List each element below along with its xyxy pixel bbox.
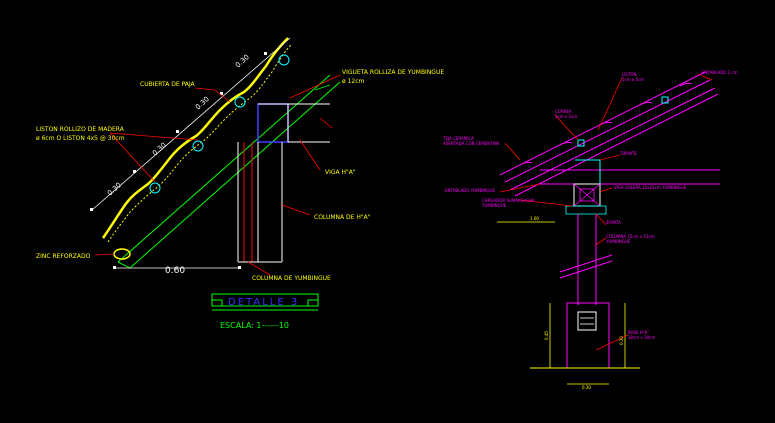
dim-bottom: 0.30: [582, 385, 591, 390]
dim-side-b: 0.30: [619, 336, 624, 345]
dim-030-d: 0.30: [234, 53, 251, 69]
label-entablado: ENTABLADO 2 cm: [702, 70, 738, 75]
dim-060: 0.60: [165, 266, 185, 276]
dim-030-a: 0.30: [106, 181, 123, 197]
label-base-1: BASE H"A": [628, 330, 649, 335]
label-cargador-1: CARGADOR SUMAKSACHA: [482, 198, 535, 203]
label-vigueta-2: ø 12cm: [342, 78, 365, 85]
thatch-roof-under: [107, 43, 293, 243]
dim-030-b: 0.30: [151, 141, 168, 157]
base-footing: [566, 302, 610, 369]
liston-circle: [234, 96, 246, 108]
label-liston: LISTON: [622, 72, 637, 77]
thatch-roof: [101, 37, 289, 239]
label-columna-2: YUMBINGUE: [605, 239, 631, 244]
label-correa: CORREA: [555, 109, 572, 114]
label-viga-solera: VIGA SOLERA 15x15cm YUMBINGUE: [614, 185, 687, 190]
label-zapata: ZAPATA: [606, 220, 621, 225]
label-columna-hw: COLUMNA DE H"A": [314, 214, 371, 221]
label-entablado-yumbingue: ENTABLADO YUMBINGUE: [445, 188, 495, 193]
label-base-2: 30cm x 30cm: [628, 335, 655, 340]
label-vigueta-1: VIGUETA ROLLIZA DE YUMBINGUE: [342, 69, 444, 76]
label-zinc: ZINC REFORZADO: [36, 253, 91, 260]
detail-title-block: DETALLE 3 ESCALA: 1------10: [211, 293, 319, 330]
label-viga: VIGA H"A": [325, 169, 356, 176]
liston-circle: [149, 182, 161, 194]
label-correa-sub: 5cm x 5cm: [555, 114, 577, 119]
label-teja-2: ASENTADA CON CEMENTINA: [443, 141, 500, 146]
detail-scale: ESCALA: 1------10: [220, 321, 289, 330]
label-teja-1: TEJA CERAMICA: [442, 136, 474, 141]
liston-circle: [278, 54, 290, 66]
label-cargador-2: YUMBINGUE: [481, 203, 507, 208]
label-columna-1: COLUMNA 15cm x 15cm: [606, 234, 655, 239]
label-liston-1: LISTON ROLLIZO DE MADERA: [36, 126, 125, 133]
right-detail: LISTON 5cm x 5cm ENTABLADO 2 cm CORREA 5…: [442, 70, 738, 390]
detail-title: DETALLE 3: [228, 297, 299, 308]
label-columna-yumbingue: COLUMNA DE YUMBINGUE: [252, 275, 331, 282]
liston-circle: [192, 140, 204, 152]
label-cubierta: CUBIERTA DE PAJA: [140, 81, 196, 88]
dim-side-a: 0.45: [544, 331, 549, 340]
label-liston-2: ø 6cm O LISTON 4x5 @ 30cm: [36, 135, 125, 142]
label-tirante: TIRANTE: [619, 151, 637, 156]
left-detail: CUBIERTA DE PAJA VIGUETA ROLLIZA DE YUMB…: [36, 37, 444, 330]
label-liston-sub: 5cm x 5cm: [622, 77, 644, 82]
dim-100: 1.00: [530, 216, 539, 221]
viga-section: [257, 103, 289, 143]
